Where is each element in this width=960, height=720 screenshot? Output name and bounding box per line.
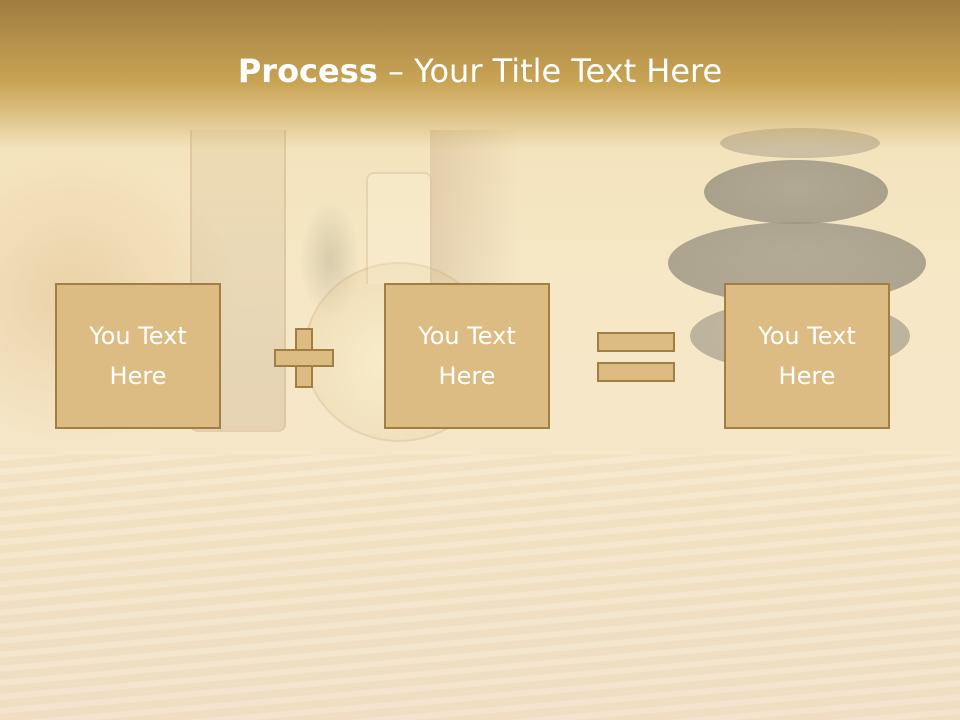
text-box-2[interactable]: You Text Here	[384, 283, 550, 429]
slide-title-bold: Process	[237, 52, 378, 90]
title-bar	[0, 0, 960, 150]
plus-center	[297, 351, 311, 365]
plus-icon	[274, 328, 334, 388]
slide-title-rest: – Your Title Text Here	[377, 52, 723, 90]
equals-icon-top-bar	[597, 332, 675, 352]
slide-title[interactable]: Process – Your Title Text Here	[0, 52, 960, 90]
equals-icon-bottom-bar	[597, 362, 675, 382]
text-box-1[interactable]: You Text Here	[55, 283, 221, 429]
text-box-3[interactable]: You Text Here	[724, 283, 890, 429]
